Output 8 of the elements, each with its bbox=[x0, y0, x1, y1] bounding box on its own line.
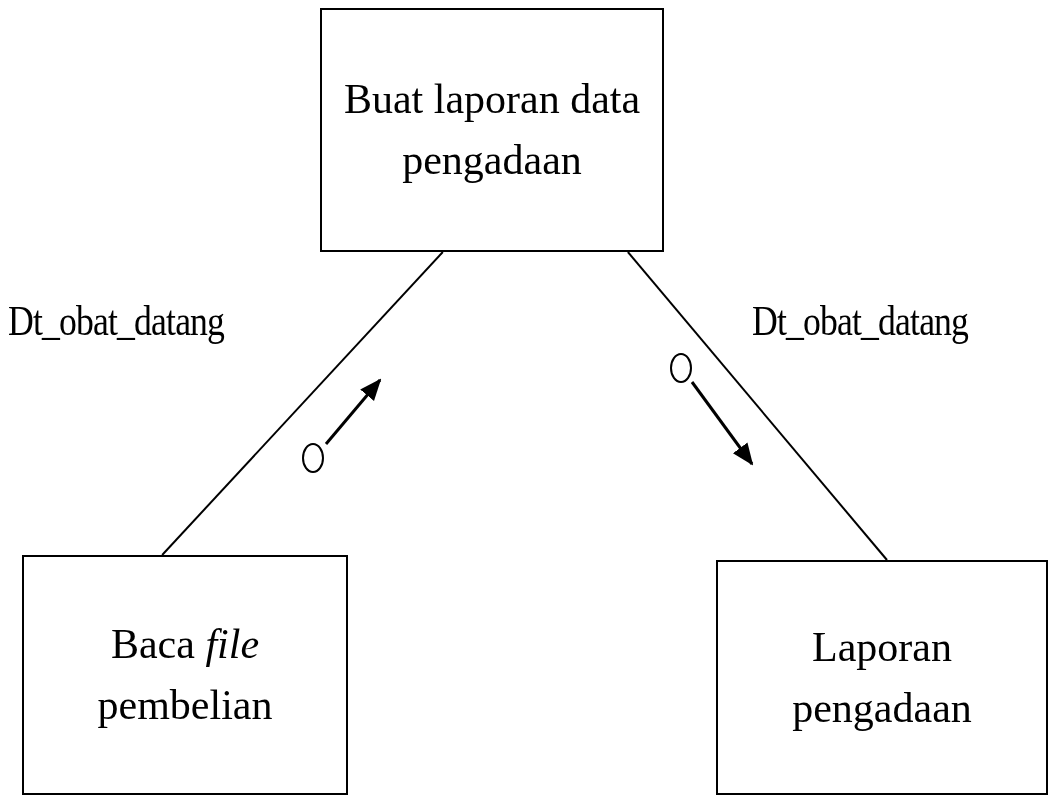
connector-line bbox=[626, 251, 888, 561]
box-text: Baca file pembelian bbox=[96, 620, 274, 730]
process-box bbox=[320, 8, 664, 252]
process-box bbox=[716, 560, 1048, 795]
box-text: Laporan pengadaan bbox=[791, 622, 973, 733]
box-text: Buat laporan data pengadaan bbox=[342, 75, 642, 185]
connector-line bbox=[161, 251, 444, 556]
process-box bbox=[22, 555, 348, 795]
